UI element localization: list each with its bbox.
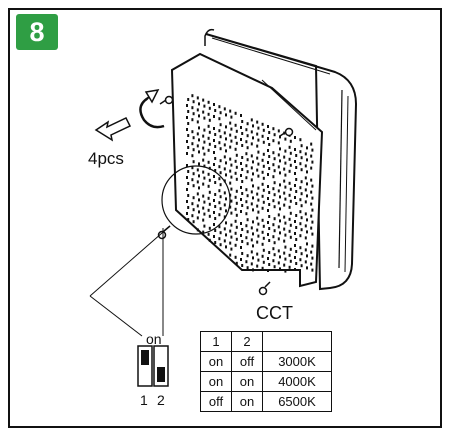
plate-perforation [186,94,314,273]
dip-switch-number-1: 1 [140,392,148,408]
table-header-row: 1 2 [200,331,332,352]
screw-quantity-label: 4pcs [88,149,124,168]
table-cell: on [200,371,232,392]
fixture-housing [204,28,358,291]
rotate-arrow-icon [139,89,165,129]
dip-switch-number-2: 2 [157,392,165,408]
table-cell: off [231,351,263,372]
table-header-cell [262,331,332,352]
mounting-plate [170,52,324,288]
table-header-cell: 2 [231,331,263,352]
cct-table: 1 2 on off 3000K on on 4000K off on 6500… [200,331,332,412]
step-number-badge: 8 [16,14,58,50]
table-row: on on 4000K [200,371,332,392]
table-row: on off 3000K [200,351,332,372]
dip-on-label: on [146,331,162,347]
table-header-cell: 1 [200,331,232,352]
direction-arrow-icon [94,117,132,142]
table-cell: off [200,391,232,412]
table-cell: on [231,391,263,412]
dip-switch-icon [137,345,169,387]
table-cell: on [200,351,232,372]
table-cell: on [231,371,263,392]
table-cell: 4000K [262,371,332,392]
cct-table-title: CCT [256,303,293,323]
table-cell: 3000K [262,351,332,372]
detail-callout [89,165,231,337]
table-cell: 6500K [262,391,332,412]
table-row: off on 6500K [200,391,332,412]
